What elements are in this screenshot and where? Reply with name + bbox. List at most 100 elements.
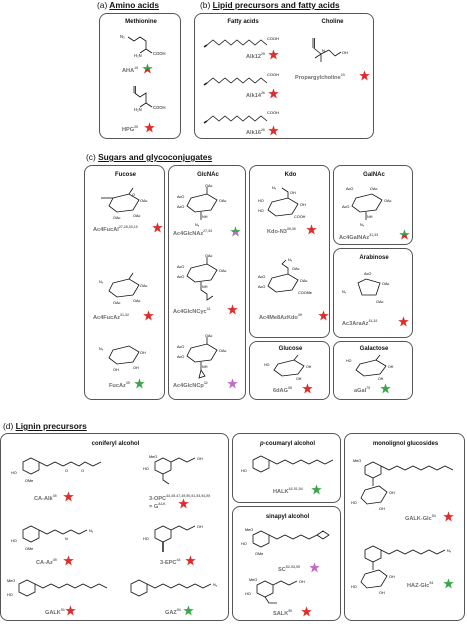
compound-name: SALK <box>273 610 289 617</box>
coumaryl-panel: p-coumaryl alcohol HO HALK43-51,54 <box>232 433 341 503</box>
svg-text:N₃: N₃ <box>213 583 218 587</box>
panel-heading: Galactose <box>359 346 389 352</box>
svg-text:H₂N: H₂N <box>134 107 142 112</box>
hpg-caption: HPG20 <box>122 125 138 133</box>
compound-ref: 54 <box>431 514 436 518</box>
compound-name: HALK <box>273 488 289 495</box>
compound-ref: 31,32 <box>120 313 130 317</box>
svg-text:OAc: OAc <box>113 301 120 305</box>
halk-structure: HO <box>239 452 339 480</box>
compound-ref: 39 <box>297 313 302 317</box>
svg-text:HO: HO <box>11 539 17 543</box>
propargylcholine-structure: N OH <box>307 34 357 70</box>
compound-ref: 20 <box>134 125 139 129</box>
svg-text:HO: HO <box>264 363 270 367</box>
svg-text:MeO: MeO <box>353 459 361 463</box>
panel-heading: GalNAc <box>363 172 385 178</box>
compound-ref: 31,32 <box>368 319 378 323</box>
svg-text:OAc: OAc <box>133 299 140 303</box>
svg-text:OH: OH <box>300 203 306 207</box>
svg-text:AcO: AcO <box>177 275 184 279</box>
svg-text:OAc: OAc <box>384 199 391 203</box>
galk-caption: GALK51 <box>45 608 65 616</box>
svg-text:N₃: N₃ <box>120 34 125 39</box>
red-star-icon <box>152 222 163 233</box>
compound-ref: ALK <box>158 502 166 506</box>
svg-text:OAc: OAc <box>133 214 140 218</box>
alk14-structure: COOH <box>203 66 283 88</box>
ac4fucaz-caption: Ac4FucAz31,32 <box>93 313 129 321</box>
agal-caption: aGal75 <box>354 386 370 394</box>
fucaz-caption: FucAz35 <box>109 381 130 389</box>
red-star-icon <box>143 310 154 321</box>
svg-text:OMe: OMe <box>25 479 33 483</box>
alk12-caption: Alk1225 <box>246 52 265 60</box>
section-letter: (d) <box>3 421 14 431</box>
section-name: Lignin precursors <box>15 421 87 431</box>
svg-text:OH: OH <box>197 525 203 529</box>
svg-text:COOH: COOH <box>267 36 279 41</box>
svg-text:H₂N: H₂N <box>134 53 142 58</box>
svg-text:N₃: N₃ <box>342 290 347 294</box>
svg-text:MeO: MeO <box>249 578 257 582</box>
alk14-caption: Alk1426 <box>246 91 265 99</box>
compound-name: Ac4FucAl <box>93 226 119 233</box>
panel-heading: Methionine <box>125 19 157 25</box>
compound-name: Alk14 <box>246 92 261 99</box>
panel-heading: monolignol glucosides <box>372 441 439 447</box>
svg-text:OAc: OAc <box>205 184 212 188</box>
svg-text:OH: OH <box>379 507 385 511</box>
green-star-icon <box>399 229 410 240</box>
svg-text:HO: HO <box>351 501 357 505</box>
compound-name: Propargylcholine <box>295 74 341 81</box>
compound-name: 3-OPC <box>149 495 167 502</box>
green-star-icon <box>230 226 241 237</box>
section-c-title: (c) Sugars and glycoconjugates <box>86 152 212 162</box>
compound-name: 3-EPC <box>160 559 177 566</box>
panel-heading: Fatty acids <box>227 19 259 25</box>
compound-ref: 25 <box>260 52 265 56</box>
compound-name: Ac4GlcNAz <box>173 230 204 237</box>
compound-ref: 54 <box>429 581 434 585</box>
compound-name: Alk16 <box>246 129 261 136</box>
svg-text:OAc: OAc <box>370 187 377 191</box>
green-star-icon <box>183 605 194 616</box>
ac4galnaz-caption: Ac4GalNAz31,33 <box>339 233 378 241</box>
gaz-structure: N₃ <box>117 576 227 602</box>
svg-text:OH: OH <box>296 377 302 381</box>
svg-text:OH: OH <box>389 575 395 579</box>
svg-text:COOH: COOH <box>267 110 279 115</box>
svg-text:O: O <box>132 193 135 197</box>
halk-caption: HALK43-51,54 <box>273 487 303 495</box>
red-star-icon <box>63 555 74 566</box>
svg-text:HO: HO <box>351 585 357 589</box>
svg-text:NH: NH <box>202 365 208 369</box>
svg-text:OAc: OAc <box>219 269 226 273</box>
red-star-icon <box>268 125 279 136</box>
svg-text:AcO: AcO <box>177 345 184 349</box>
ac4glcncp-caption: Ac4GlcNCp32 <box>173 381 208 389</box>
compound-ref: 26 <box>260 128 265 132</box>
compound-ref: 44 <box>176 558 181 562</box>
epc3-caption: 3-EPC44 <box>160 558 180 566</box>
compound-name: Ac4GalNAz <box>339 234 370 241</box>
svg-text:MeO: MeO <box>245 528 253 532</box>
compound-name: SC <box>278 566 286 573</box>
green-star-icon <box>443 578 454 589</box>
compound-ref: 75 <box>366 386 371 390</box>
section-letter: (a) <box>97 0 108 10</box>
svg-text:OAc: OAc <box>300 279 307 283</box>
heading-italic-part: p <box>259 441 264 447</box>
compound-name: HPG <box>122 126 135 133</box>
section-letter: (c) <box>86 152 96 162</box>
